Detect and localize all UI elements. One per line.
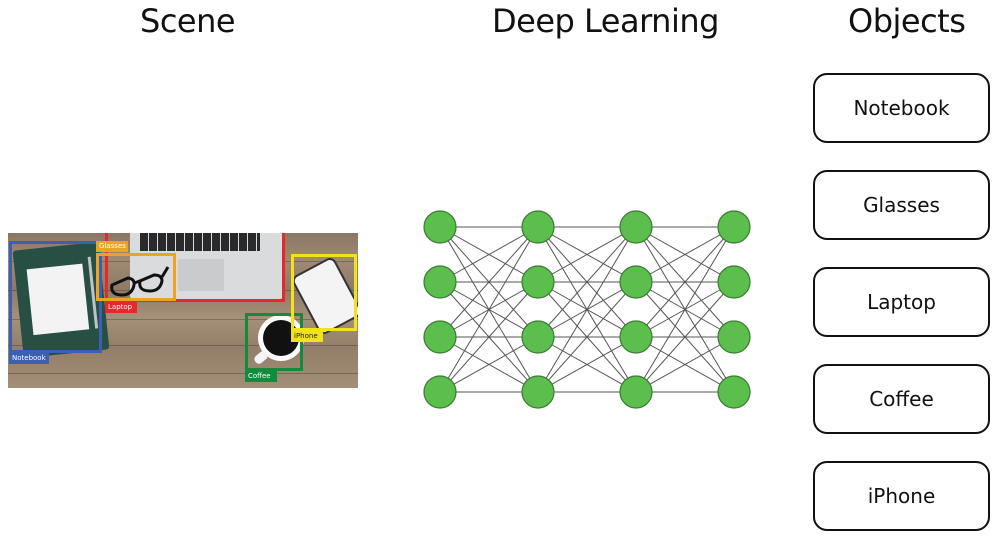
network-edge	[439, 226, 539, 338]
network-edge	[537, 281, 637, 393]
object-box-laptop: Laptop	[813, 267, 990, 337]
object-box-coffee: Coffee	[813, 364, 990, 434]
network-node	[717, 210, 751, 244]
network-node	[423, 320, 457, 354]
network-node	[423, 210, 457, 244]
scene-heading: Scene	[140, 2, 236, 40]
notebook-bbox	[9, 241, 102, 353]
network-edge	[439, 226, 539, 393]
object-box-notebook: Notebook	[813, 73, 990, 143]
coffee-bbox-label: Coffee	[245, 371, 277, 382]
network-node	[521, 210, 555, 244]
network-node	[717, 320, 751, 354]
network-node	[423, 375, 457, 409]
laptop-object	[130, 233, 283, 299]
network-node	[717, 265, 751, 299]
glasses-bbox-label: Glasses	[96, 241, 128, 252]
network-edge	[439, 281, 539, 393]
network-node	[619, 320, 653, 354]
object-box-glasses: Glasses	[813, 170, 990, 240]
network-edge	[635, 226, 735, 338]
objects-heading: Objects	[848, 2, 966, 40]
network-edge	[635, 226, 735, 393]
coffee-bbox	[245, 313, 303, 371]
network-edge	[439, 226, 539, 283]
network-edge	[537, 336, 637, 393]
iphone-bbox	[291, 254, 357, 331]
network-edge	[537, 226, 637, 393]
notebook-bbox-label: Notebook	[9, 353, 49, 364]
laptop-bbox	[105, 233, 285, 302]
network-edge	[537, 226, 637, 283]
network-edge	[635, 336, 735, 393]
network-node	[423, 265, 457, 299]
glasses-object	[110, 266, 170, 297]
network-edge	[439, 336, 539, 393]
deep-learning-heading: Deep Learning	[492, 2, 719, 40]
network-node	[619, 210, 653, 244]
network-node	[521, 265, 555, 299]
network-edge	[635, 226, 735, 283]
network-edge	[537, 226, 637, 338]
iphone-bbox-label: iPhone	[291, 331, 323, 342]
network-node	[717, 375, 751, 409]
object-box-iphone: iPhone	[813, 461, 990, 531]
laptop-bbox-label: Laptop	[105, 302, 137, 313]
network-node	[619, 265, 653, 299]
network-node	[521, 375, 555, 409]
glasses-bbox	[96, 253, 176, 301]
network-node	[619, 375, 653, 409]
scene-photo: Notebook Laptop Glasses Coffee iPhone	[8, 233, 358, 388]
network-edge	[635, 281, 735, 393]
network-node	[521, 320, 555, 354]
